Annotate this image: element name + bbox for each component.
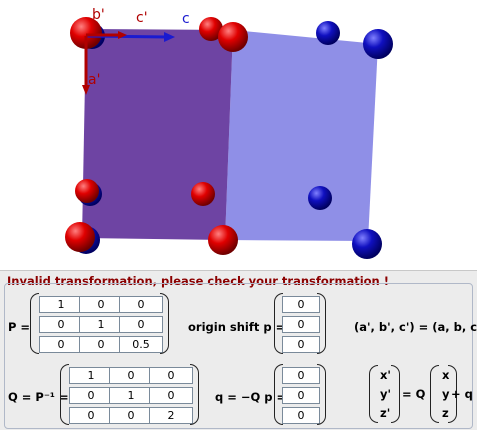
- p-label: P =: [8, 320, 31, 334]
- coord-z: z: [442, 406, 449, 420]
- q-cell-22[interactable]: [109, 387, 153, 404]
- q-shift-z[interactable]: [282, 407, 320, 424]
- p-cell-21[interactable]: [39, 316, 83, 333]
- invalid-transformation-warning: Invalid transformation, please check you…: [7, 274, 389, 288]
- q-cell-32[interactable]: [109, 407, 153, 424]
- p-cell-23[interactable]: [119, 316, 163, 333]
- primed-coords-left-paren: [369, 365, 378, 423]
- red-atom: [199, 17, 223, 41]
- primed-coords-right-paren: [391, 365, 400, 423]
- equals-q-label: = Q: [402, 387, 426, 401]
- p-cell-33[interactable]: [119, 336, 163, 353]
- q-shift-label: q = −Q p =: [215, 390, 287, 404]
- origin-shift-label: origin shift p =: [188, 320, 286, 334]
- blue-atom: [316, 21, 340, 45]
- origin-shift-x[interactable]: [282, 296, 320, 313]
- p-matrix-right-paren: [160, 293, 169, 354]
- p-matrix-left-paren: [30, 293, 39, 354]
- q-cell-13[interactable]: [149, 367, 193, 384]
- coord-y: y: [442, 387, 450, 401]
- q-cell-23[interactable]: [149, 387, 193, 404]
- p-cell-13[interactable]: [119, 296, 163, 313]
- q-shift-x[interactable]: [282, 367, 320, 384]
- cell-front-face: [82, 29, 233, 240]
- axis-label-c: c: [182, 11, 190, 27]
- q-matrix-left-paren: [60, 364, 69, 425]
- primed-z: z': [380, 406, 391, 420]
- coords-left-paren: [430, 365, 439, 423]
- q-shift-y[interactable]: [282, 387, 320, 404]
- axis-label-c-prime: c': [136, 10, 148, 26]
- primed-x: x': [380, 368, 391, 382]
- q-cell-12[interactable]: [109, 367, 153, 384]
- origin-shift-z[interactable]: [282, 336, 320, 353]
- origin-shift-y[interactable]: [282, 316, 320, 333]
- p-cell-11[interactable]: [39, 296, 83, 313]
- unit-cell-drawing[interactable]: b' c' c a': [0, 0, 477, 270]
- blue-atom: [308, 186, 332, 210]
- coord-x: x: [442, 368, 450, 382]
- p-cell-31[interactable]: [39, 336, 83, 353]
- transformation-panel: Invalid transformation, please check you…: [0, 270, 477, 430]
- q-matrix-right-paren: [190, 364, 199, 425]
- p-cell-22[interactable]: [79, 316, 123, 333]
- red-atom: [75, 179, 99, 203]
- structure-viewer[interactable]: b' c' c a': [0, 0, 477, 270]
- red-atom: [65, 222, 95, 252]
- transformation-groupbox: [4, 283, 473, 429]
- axis-label-a-prime: a': [88, 72, 100, 88]
- q-cell-11[interactable]: [69, 367, 113, 384]
- red-atom: [218, 22, 248, 52]
- axis-c-prime-arrowhead: [118, 31, 127, 39]
- p-cell-12[interactable]: [79, 296, 123, 313]
- axis-c-arrowhead: [164, 32, 175, 42]
- plus-q-label: + q: [451, 387, 473, 401]
- axis-a-prime-arrowhead: [82, 85, 90, 95]
- basis-relation-label: (a', b', c') = (a, b, c) P: [354, 320, 477, 334]
- q-cell-31[interactable]: [69, 407, 113, 424]
- q-vector-right-paren: [317, 364, 326, 425]
- q-cell-33[interactable]: [149, 407, 193, 424]
- q-cell-21[interactable]: [69, 387, 113, 404]
- p-cell-32[interactable]: [79, 336, 123, 353]
- axis-label-b-prime: b': [92, 7, 105, 23]
- blue-atom: [352, 229, 382, 259]
- red-atom: [70, 17, 102, 49]
- cell-back-face: [225, 30, 378, 241]
- primed-y: y': [380, 387, 392, 401]
- red-atom: [208, 225, 238, 255]
- blue-atom: [363, 29, 393, 59]
- origin-vector-right-paren: [317, 293, 326, 354]
- q-inverse-label: Q = P⁻¹ =: [8, 390, 69, 404]
- red-atom: [191, 182, 215, 206]
